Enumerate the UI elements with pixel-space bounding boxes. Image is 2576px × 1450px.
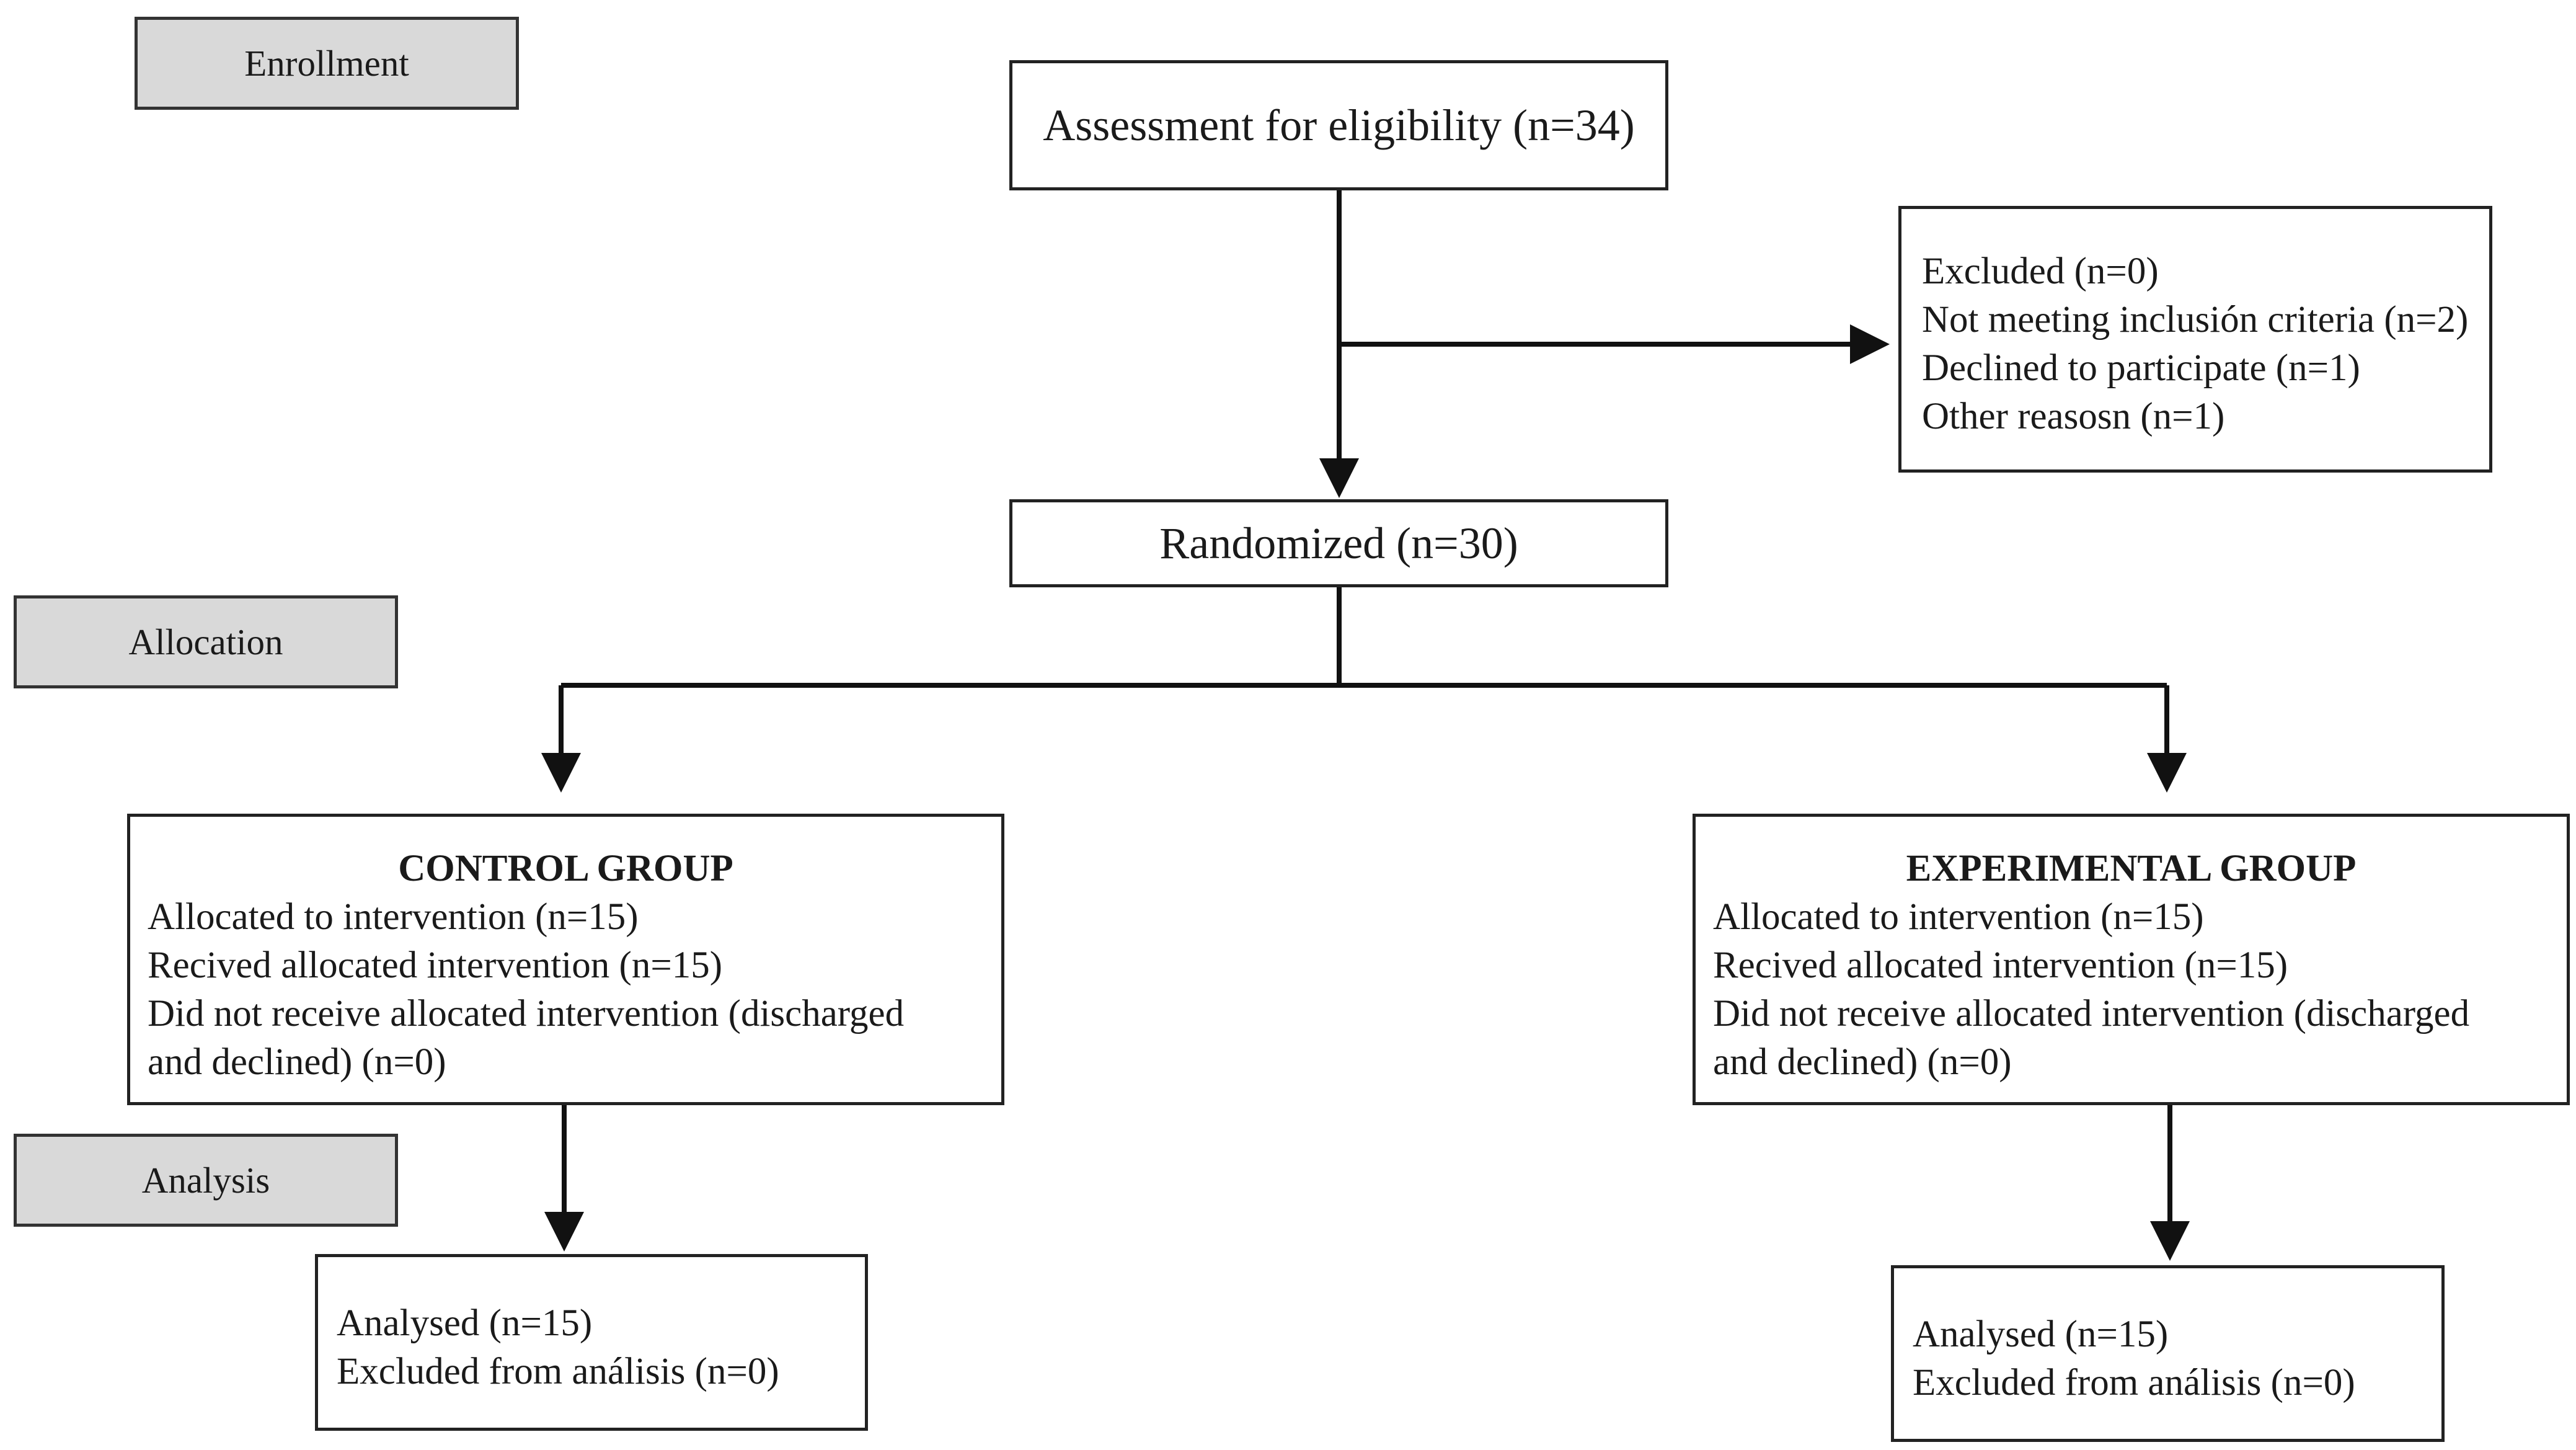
stage-analysis: Analysis <box>14 1134 398 1227</box>
stage-allocation: Allocation <box>14 595 398 688</box>
stage-analysis-label: Analysis <box>141 1159 270 1201</box>
assessment-label: Assessment for eligibility (n=34) <box>1043 100 1635 150</box>
excluded-line: Other reasosn (n=1) <box>1922 396 2225 437</box>
excluded-box: Excluded (n=0) Not meeting inclusión cri… <box>1898 206 2492 473</box>
randomized-label: Randomized (n=30) <box>1159 518 1518 568</box>
control-line: Allocated to intervention (n=15) <box>148 896 639 938</box>
control-line: and declined) (n=0) <box>148 1041 446 1083</box>
excluded-line: Not meeting inclusión criteria (n=2) <box>1922 299 2469 340</box>
excluded-line: Excluded (n=0) <box>1922 251 2159 292</box>
experimental-analysis-box: Analysed (n=15) Excluded from análisis (… <box>1891 1265 2445 1442</box>
experimental-analysis-line: Excluded from análisis (n=0) <box>1913 1362 2355 1403</box>
control-analysis-line: Excluded from análisis (n=0) <box>337 1351 779 1392</box>
control-group-title: CONTROL GROUP <box>398 848 733 889</box>
assessment-box: Assessment for eligibility (n=34) <box>1009 60 1668 190</box>
stage-allocation-label: Allocation <box>128 621 283 662</box>
experimental-analysis-line: Analysed (n=15) <box>1913 1314 2169 1355</box>
stage-enrollment-label: Enrollment <box>244 42 409 84</box>
randomized-box: Randomized (n=30) <box>1009 499 1668 587</box>
control-group-box: CONTROL GROUP Allocated to intervention … <box>127 814 1004 1105</box>
experimental-line: Recived allocated intervention (n=15) <box>1713 945 2288 986</box>
control-line: Did not receive allocated intervention (… <box>148 993 905 1034</box>
experimental-line: Allocated to intervention (n=15) <box>1713 896 2204 938</box>
control-analysis-line: Analysed (n=15) <box>337 1302 593 1344</box>
experimental-line: Did not receive allocated intervention (… <box>1713 993 2470 1034</box>
control-line: Recived allocated intervention (n=15) <box>148 945 723 986</box>
experimental-group-title: EXPERIMENTAL GROUP <box>1906 848 2357 889</box>
excluded-line: Declined to participate (n=1) <box>1922 347 2360 389</box>
control-analysis-box: Analysed (n=15) Excluded from análisis (… <box>315 1254 868 1431</box>
experimental-group-box: EXPERIMENTAL GROUP Allocated to interven… <box>1693 814 2570 1105</box>
experimental-line: and declined) (n=0) <box>1713 1041 2012 1083</box>
stage-enrollment: Enrollment <box>135 17 519 110</box>
